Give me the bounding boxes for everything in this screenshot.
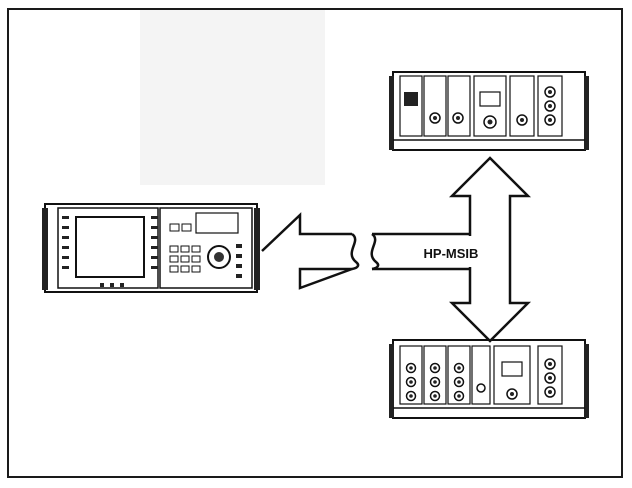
spectrum-analyzer [42, 203, 260, 293]
mainframe-bottom [389, 339, 589, 419]
faded-patch [140, 10, 325, 185]
mainframe-top [389, 71, 589, 151]
bus-left-arrow: HP-MSIB [261, 212, 479, 290]
bus-label: HP-MSIB [424, 246, 479, 261]
analyzer-screen [75, 216, 145, 278]
figure-border [7, 8, 623, 478]
bus-vertical-arrow [448, 156, 532, 343]
